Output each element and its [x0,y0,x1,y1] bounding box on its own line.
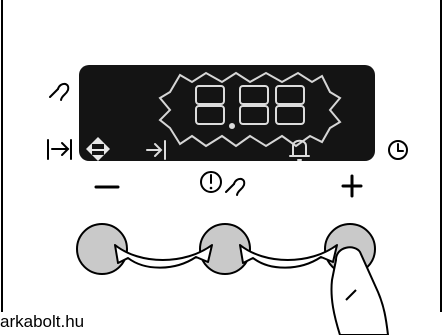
skip-to-start-icon [48,140,71,159]
clock-icon [389,141,407,159]
finger-pointer [331,247,388,335]
plus-label [343,176,361,196]
timer-probe-icon [201,172,244,195]
watermark-text: arkabolt.hu [0,312,84,332]
probe-icon [50,84,68,100]
